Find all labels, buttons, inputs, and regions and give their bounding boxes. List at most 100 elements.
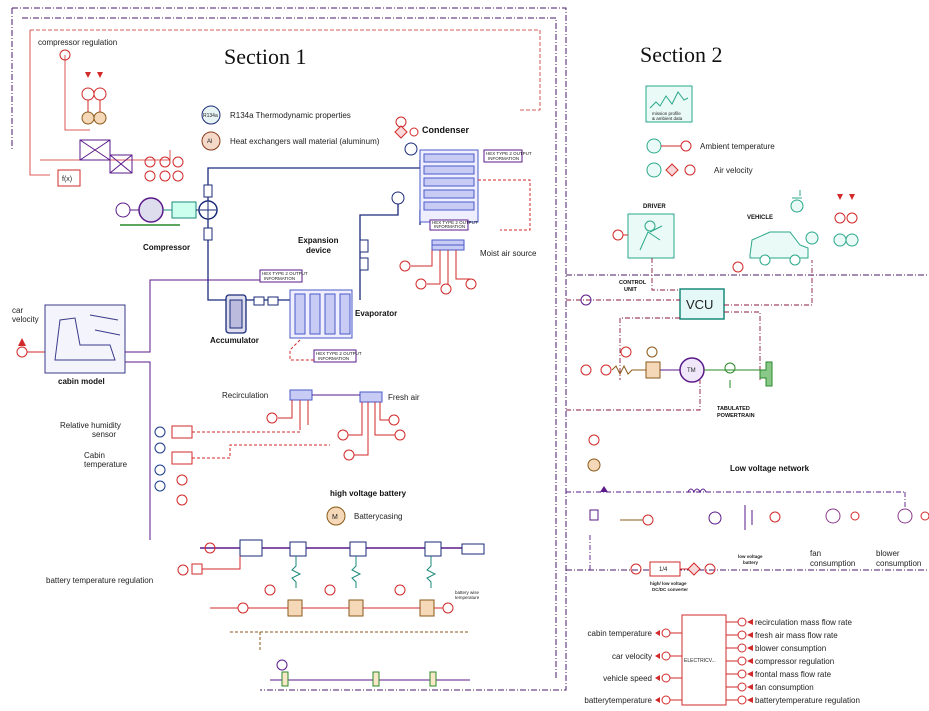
ecu-output-label: fresh air mass flow rate xyxy=(755,631,838,640)
cabin-sensor-bank-icon xyxy=(150,420,330,540)
driver-label: DRIVER xyxy=(643,204,666,210)
arrow-icon xyxy=(655,630,660,636)
svg-text:mission profile& ambient data: mission profile& ambient data xyxy=(652,111,683,121)
battery-thermal-loop xyxy=(200,540,484,588)
al-badge: Al xyxy=(202,132,220,150)
condenser-signal-wire xyxy=(478,180,530,230)
powertrain-icon: TM xyxy=(581,347,772,388)
output-port-icon xyxy=(738,696,746,704)
moist-air-source-label: Moist air source xyxy=(480,249,537,258)
svg-text:R134a: R134a xyxy=(203,113,218,119)
recirculation-source-icon xyxy=(267,390,312,430)
compressor-regulation-label: compressor regulation xyxy=(38,38,117,47)
ecu-output-label: batterytemperature regulation xyxy=(755,696,860,705)
high-voltage-battery-label: high voltage battery xyxy=(330,489,407,498)
input-port-icon xyxy=(662,629,670,637)
battery-casing-badge: M xyxy=(327,507,345,525)
input-port-icon xyxy=(662,652,670,660)
ecu-input-label: cabin temperature xyxy=(588,629,653,638)
condenser-sensor-icon xyxy=(395,117,418,138)
cabin-model-icon xyxy=(45,305,125,373)
svg-text:ELECTRICV...: ELECTRICV... xyxy=(684,658,716,664)
ecu-input-label: car velocity xyxy=(612,652,652,661)
sensor-stack-icon xyxy=(82,72,106,124)
al-label: Heat exchangers wall material (aluminum) xyxy=(230,137,380,146)
battery-temperature-regulation-label: battery temperature regulation xyxy=(46,576,153,585)
dcdc-converter-icon: 1/4 xyxy=(631,562,715,576)
accumulator-icon xyxy=(226,295,278,333)
battery-cells-icon xyxy=(210,585,470,650)
ecu-output-label: frontal mass flow rate xyxy=(755,670,832,679)
svg-text:Al: Al xyxy=(207,139,212,145)
ecu-outputs: recirculation mass flow rate fresh air ma… xyxy=(726,618,860,705)
arrow-icon xyxy=(747,671,753,677)
lv-components-icon xyxy=(588,435,929,530)
ecu-output-label: recirculation mass flow rate xyxy=(755,618,852,627)
vehicle-aux-icon xyxy=(791,190,858,246)
air-velocity-label: Air velocity xyxy=(714,166,753,175)
battery-casing-label: Batterycasing xyxy=(354,512,402,521)
arrow-icon xyxy=(655,653,660,659)
cabin-temperature-label: Cabintemperature xyxy=(84,451,128,469)
svg-text:f(x): f(x) xyxy=(62,176,72,183)
output-port-icon xyxy=(738,670,746,678)
ambient-data-box: mission profile& ambient data xyxy=(646,86,692,122)
driver-icon xyxy=(613,214,674,258)
section1-title: Section 1 xyxy=(224,44,307,69)
relative-humidity-sensor-label: Relative humiditysensor xyxy=(60,421,121,439)
section2-title: Section 2 xyxy=(640,42,723,67)
output-port-icon xyxy=(738,657,746,665)
input-port-icon xyxy=(662,696,670,704)
ecu-input-label: batterytemperature xyxy=(584,696,652,705)
vcu-wiring xyxy=(566,258,812,410)
refrigerant-loop xyxy=(208,160,420,300)
r134a-badge: R134a xyxy=(202,106,220,124)
arrow-icon xyxy=(655,697,660,703)
output-port-icon xyxy=(738,631,746,639)
evaporator-signal-wire xyxy=(290,340,314,360)
arrow-icon xyxy=(747,645,753,651)
arrow-icon xyxy=(747,619,753,625)
low-voltage-network-label: Low voltage network xyxy=(730,464,810,473)
condenser-icon xyxy=(420,150,478,222)
ecu-output-label: blower consumption xyxy=(755,644,826,653)
arrow-icon xyxy=(747,684,753,690)
evaporator-icon xyxy=(290,290,352,338)
hv-battery-string-icon xyxy=(270,660,470,686)
arrow-icon xyxy=(655,675,660,681)
svg-text:1/4: 1/4 xyxy=(659,567,668,573)
fresh-air-label: Fresh air xyxy=(388,393,420,402)
arrow-icon xyxy=(747,697,753,703)
vehicle-label: VEHICLE xyxy=(747,215,773,221)
dcdc-converter-label: high/ low voltageDC/DC converter xyxy=(650,581,688,592)
arrow-icon xyxy=(747,632,753,638)
cabin-model-label: cabin model xyxy=(58,377,105,386)
compressor-icon xyxy=(116,198,217,225)
compressor-label: Compressor xyxy=(143,243,190,252)
output-port-icon xyxy=(738,618,746,626)
svg-text:TM: TM xyxy=(687,368,696,374)
vehicle-icon xyxy=(733,232,808,272)
fresh-air-source-icon xyxy=(338,392,405,460)
recirculation-label: Recirculation xyxy=(222,391,268,400)
condenser-label: Condenser xyxy=(422,125,470,135)
ecu-output-label: compressor regulation xyxy=(755,657,834,666)
ambient-temperature-icon xyxy=(647,139,691,153)
output-port-icon xyxy=(738,644,746,652)
ambient-temperature-label: Ambient temperature xyxy=(700,142,775,151)
evaporator-label: Evaporator xyxy=(355,309,397,318)
ecu-output-label: fan consumption xyxy=(755,683,814,692)
vcu-block: VCU xyxy=(680,289,724,319)
air-velocity-icon xyxy=(647,163,695,177)
ecu-block: ELECTRICV... xyxy=(682,615,726,705)
svg-text:HEX TYPE 2 OUTPUTINFORMATION: HEX TYPE 2 OUTPUTINFORMATION xyxy=(432,220,478,229)
valve-cluster-icon xyxy=(80,140,132,173)
input-port-icon xyxy=(662,674,670,682)
